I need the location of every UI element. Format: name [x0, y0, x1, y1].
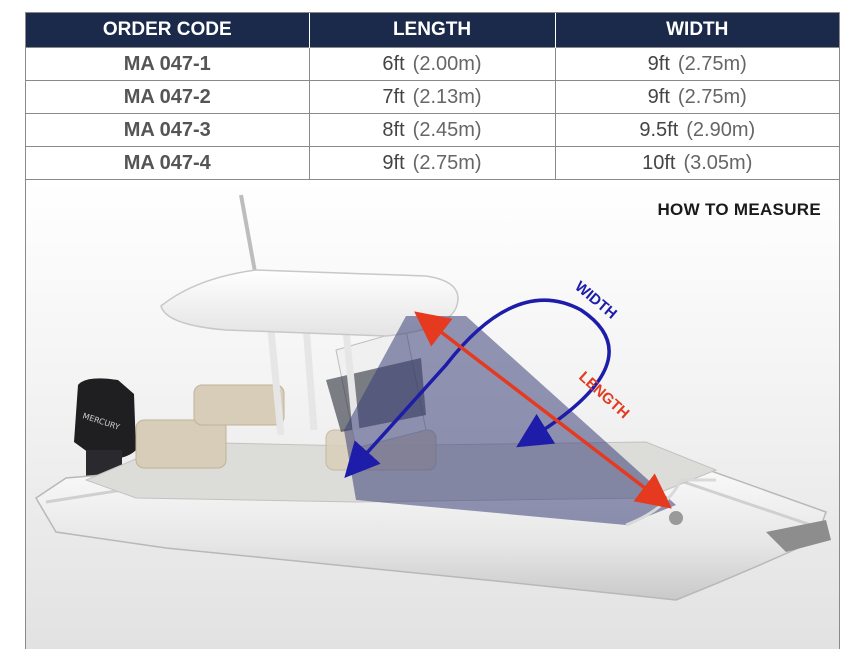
width-cell: 9.5ft (2.90m) [555, 113, 839, 147]
order-code-cell: MA 047-1 [26, 47, 310, 81]
table-row: MA 047-3 8ft (2.45m) 9.5ft (2.90m) [26, 113, 839, 147]
width-ft: 9ft [647, 52, 670, 75]
header-length: LENGTH [309, 13, 556, 48]
table-row: MA 047-2 7ft (2.13m) 9ft (2.75m) [26, 80, 839, 114]
width-m: (2.75m) [677, 52, 747, 75]
table-row: MA 047-1 6ft (2.00m) 9ft (2.75m) [26, 47, 839, 81]
width-label: WIDTH [571, 278, 620, 323]
length-m: (2.75m) [412, 151, 482, 174]
width-cell: 9ft (2.75m) [555, 47, 839, 81]
width-ft: 9.5ft [639, 118, 679, 141]
length-ft: 6ft [382, 52, 405, 75]
order-code-cell: MA 047-3 [26, 113, 310, 147]
product-spec-card: ORDER CODE LENGTH WIDTH MA 047-1 6ft (2.0… [25, 12, 840, 649]
length-cell: 6ft (2.00m) [309, 47, 556, 81]
length-cell: 9ft (2.75m) [309, 146, 556, 179]
length-cell: 7ft (2.13m) [309, 80, 556, 114]
order-code-cell: MA 047-4 [26, 146, 310, 179]
table-row: MA 047-4 9ft (2.75m) 10ft (3.05m) [26, 146, 839, 179]
order-code-cell: MA 047-2 [26, 80, 310, 114]
width-cell: 9ft (2.75m) [555, 80, 839, 114]
length-arrow [414, 311, 672, 509]
width-ft: 10ft [642, 151, 676, 174]
t-top-roof [160, 269, 459, 337]
header-order-code: ORDER CODE [26, 13, 310, 48]
width-m: (3.05m) [683, 151, 753, 174]
length-m: (2.45m) [412, 118, 482, 141]
length-m: (2.13m) [412, 85, 482, 108]
length-ft: 8ft [382, 118, 405, 141]
header-width: WIDTH [555, 13, 839, 48]
how-to-measure-illustration: HOW TO MEASURE [26, 179, 839, 649]
size-table: ORDER CODE LENGTH WIDTH MA 047-1 6ft (2.0… [26, 13, 839, 179]
length-m: (2.00m) [412, 52, 482, 75]
width-m: (2.75m) [677, 85, 747, 108]
length-cell: 8ft (2.45m) [309, 113, 556, 147]
width-ft: 9ft [647, 85, 670, 108]
bow-anchor [669, 511, 831, 552]
how-to-measure-title: HOW TO MEASURE [657, 200, 821, 219]
width-cell: 10ft (3.05m) [555, 146, 839, 179]
length-ft: 7ft [382, 85, 405, 108]
length-label: LENGTH [575, 368, 632, 422]
boat-diagram: MERCURY [34, 194, 831, 601]
length-ft: 9ft [382, 151, 405, 174]
width-m: (2.90m) [686, 118, 756, 141]
table-header-row: ORDER CODE LENGTH WIDTH [26, 13, 839, 48]
